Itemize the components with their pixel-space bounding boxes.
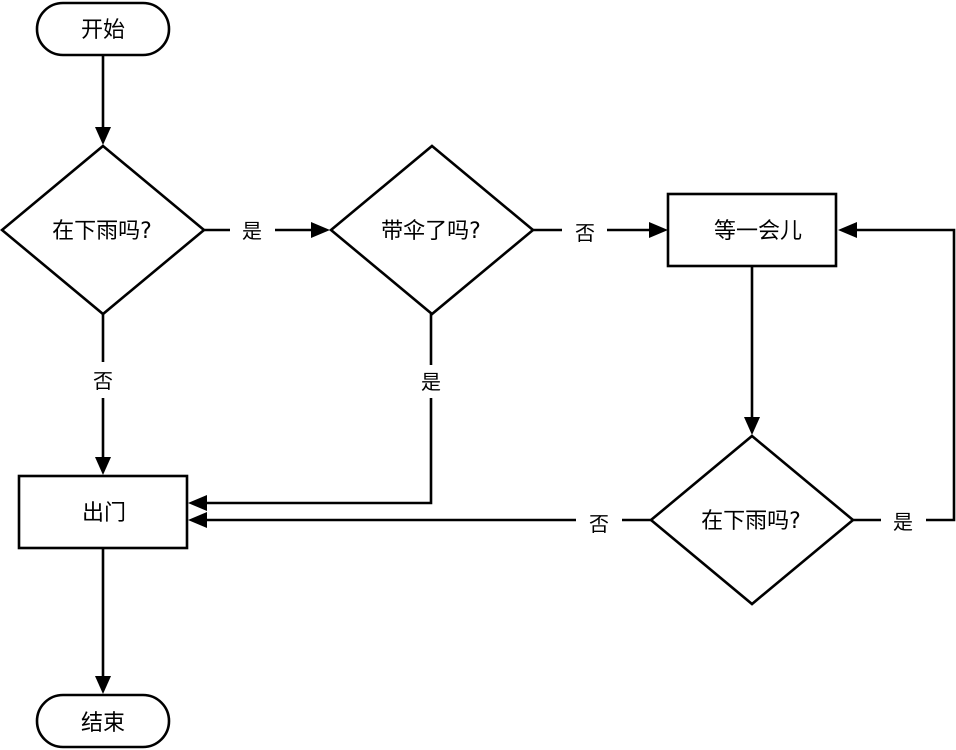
node-start-label: 开始 — [81, 18, 125, 43]
node-raining-check-1-label: 在下雨吗? — [52, 219, 152, 244]
edge-label-no: 否 — [589, 512, 609, 536]
arrowhead-icon — [311, 222, 330, 238]
arrowhead-icon — [744, 417, 760, 435]
edge-label-no: 否 — [93, 369, 113, 393]
node-go-out-label: 出门 — [82, 501, 126, 526]
node-start[interactable]: 开始 — [35, 1, 171, 57]
arrowhead-icon — [95, 127, 111, 145]
node-raining-check-2-label: 在下雨吗? — [701, 509, 801, 534]
node-raining-check-2[interactable]: 在下雨吗? — [648, 434, 856, 606]
edge-raining2-to-wait: 是 — [838, 222, 956, 534]
edge-label-yes: 是 — [893, 510, 913, 534]
arrowhead-icon — [95, 676, 111, 694]
arrowhead-icon — [188, 512, 207, 528]
edge-raining2-to-goout: 否 — [188, 512, 651, 536]
edge-raining1-to-goout: 否 — [93, 314, 113, 475]
edge-wait-to-raining2 — [744, 266, 760, 435]
arrowhead-icon — [838, 222, 857, 238]
node-go-out[interactable]: 出门 — [17, 474, 189, 550]
node-umbrella-check-label: 带伞了吗? — [381, 219, 481, 244]
edge-label-yes: 是 — [242, 219, 262, 243]
node-end[interactable]: 结束 — [35, 693, 171, 749]
edge-umbrella-to-wait: 否 — [533, 221, 668, 245]
node-end-label: 结束 — [81, 711, 125, 736]
edge-label-no: 否 — [575, 221, 595, 245]
edge-goout-to-end — [95, 548, 111, 694]
node-wait-label: 等一会儿 — [714, 219, 802, 244]
node-umbrella-check[interactable]: 带伞了吗? — [328, 144, 536, 316]
edge-raining1-to-umbrella: 是 — [204, 219, 330, 243]
edge-umbrella-to-goout: 是 — [188, 314, 441, 511]
arrowhead-icon — [95, 457, 111, 475]
edge-start-to-raining1 — [95, 55, 111, 145]
node-raining-check-1[interactable]: 在下雨吗? — [0, 144, 207, 316]
edge-label-yes: 是 — [421, 370, 441, 394]
node-wait[interactable]: 等一会儿 — [666, 192, 838, 268]
arrowhead-icon — [649, 222, 668, 238]
arrowhead-icon — [188, 495, 207, 511]
